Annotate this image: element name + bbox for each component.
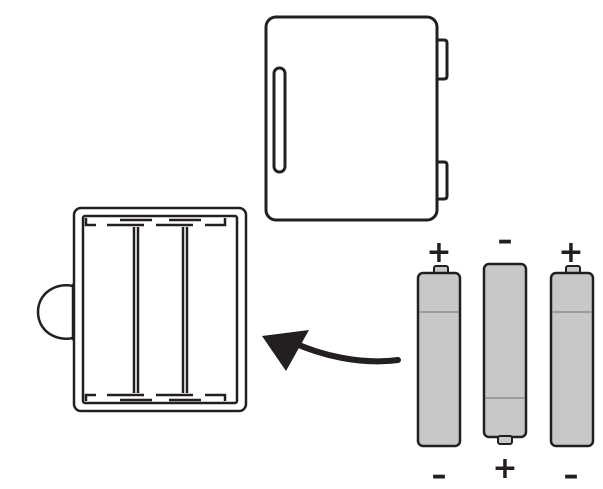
battery-cover-icon	[266, 17, 447, 220]
insert-arrow-icon	[262, 330, 398, 371]
battery-1-bottom-polarity: –	[432, 458, 447, 489]
battery-1-top-polarity: +	[426, 235, 451, 270]
battery-3-top-polarity: +	[558, 235, 583, 270]
battery-2-bottom-polarity: +	[492, 451, 517, 486]
battery-3	[551, 266, 593, 446]
battery-3-bottom-polarity: –	[564, 458, 579, 489]
battery-1	[418, 266, 460, 446]
battery-2	[484, 264, 526, 444]
battery-2-top-polarity: –	[498, 223, 513, 258]
battery-holder-icon	[38, 208, 246, 411]
